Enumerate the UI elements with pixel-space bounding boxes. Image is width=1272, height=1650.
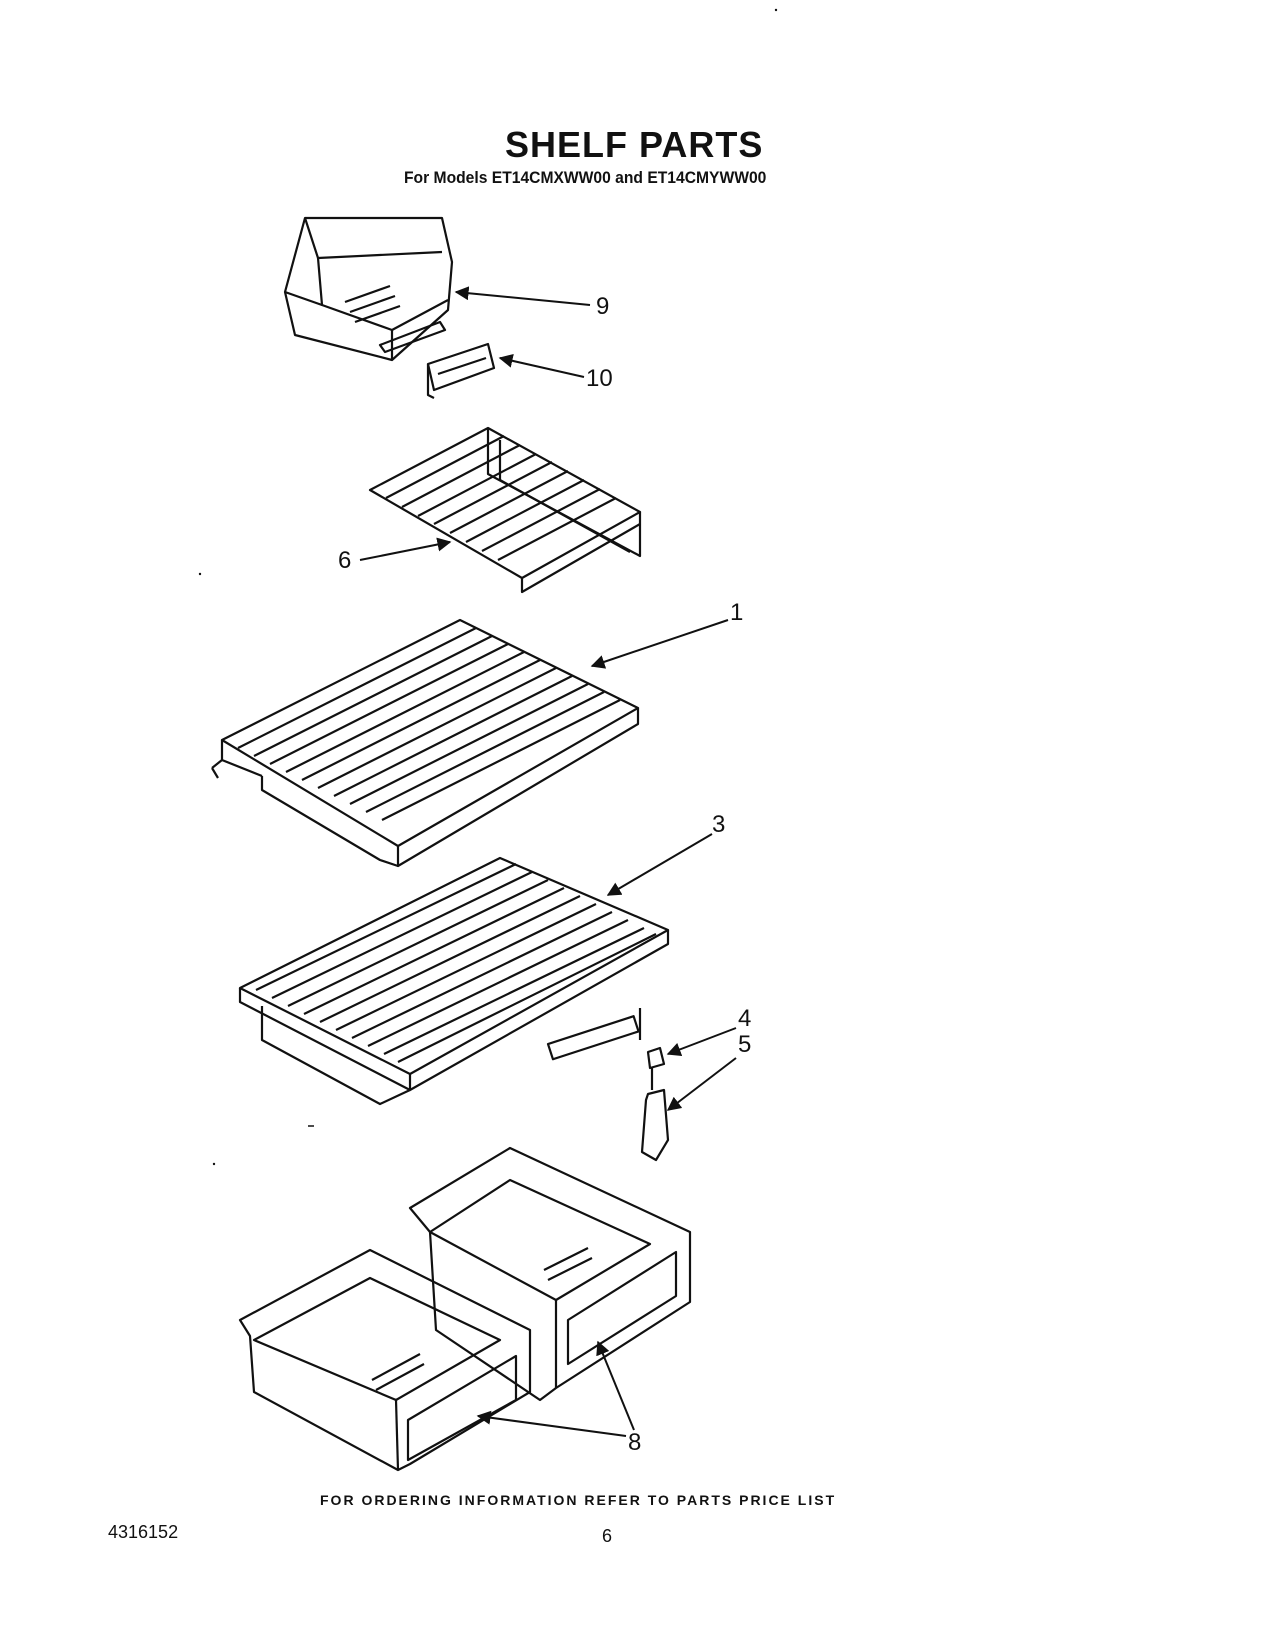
- leader-10: [498, 353, 585, 378]
- callout-9: 9: [596, 293, 609, 320]
- leader-5: [666, 1057, 737, 1111]
- callout-5: 5: [738, 1031, 751, 1058]
- part-6-wire-shelf: [368, 426, 642, 594]
- part-9-bin: [283, 216, 454, 362]
- page-title: SHELF PARTS: [505, 124, 764, 165]
- callout-1: 1: [730, 599, 743, 626]
- leader-8b: [476, 1410, 627, 1437]
- callout-8: 8: [628, 1429, 641, 1456]
- leader-3: [606, 833, 713, 896]
- leader-8a: [596, 1340, 635, 1431]
- page-number: 6: [602, 1526, 613, 1546]
- callout-10: 10: [586, 365, 613, 392]
- document-number: 4316152: [108, 1522, 179, 1542]
- callout-6: 6: [338, 547, 351, 574]
- ordering-note: FOR ORDERING INFORMATION REFER TO PARTS …: [320, 1492, 837, 1508]
- leader-6: [359, 537, 452, 561]
- part-4-5-support: [640, 1046, 670, 1162]
- callout-3: 3: [712, 811, 725, 838]
- leader-4: [666, 1027, 737, 1057]
- leader-9: [454, 286, 591, 306]
- part-3-crisper-cover: [238, 856, 670, 1106]
- part-8-crisper-drawers: [238, 1146, 692, 1472]
- callout-4: 4: [738, 1005, 751, 1032]
- part-10-retainer: [426, 342, 496, 399]
- part-1-wire-shelf: [211, 618, 640, 868]
- leader-1: [590, 619, 729, 669]
- model-subtitle: For Models ET14CMXWW00 and ET14CMYWW00: [404, 168, 767, 187]
